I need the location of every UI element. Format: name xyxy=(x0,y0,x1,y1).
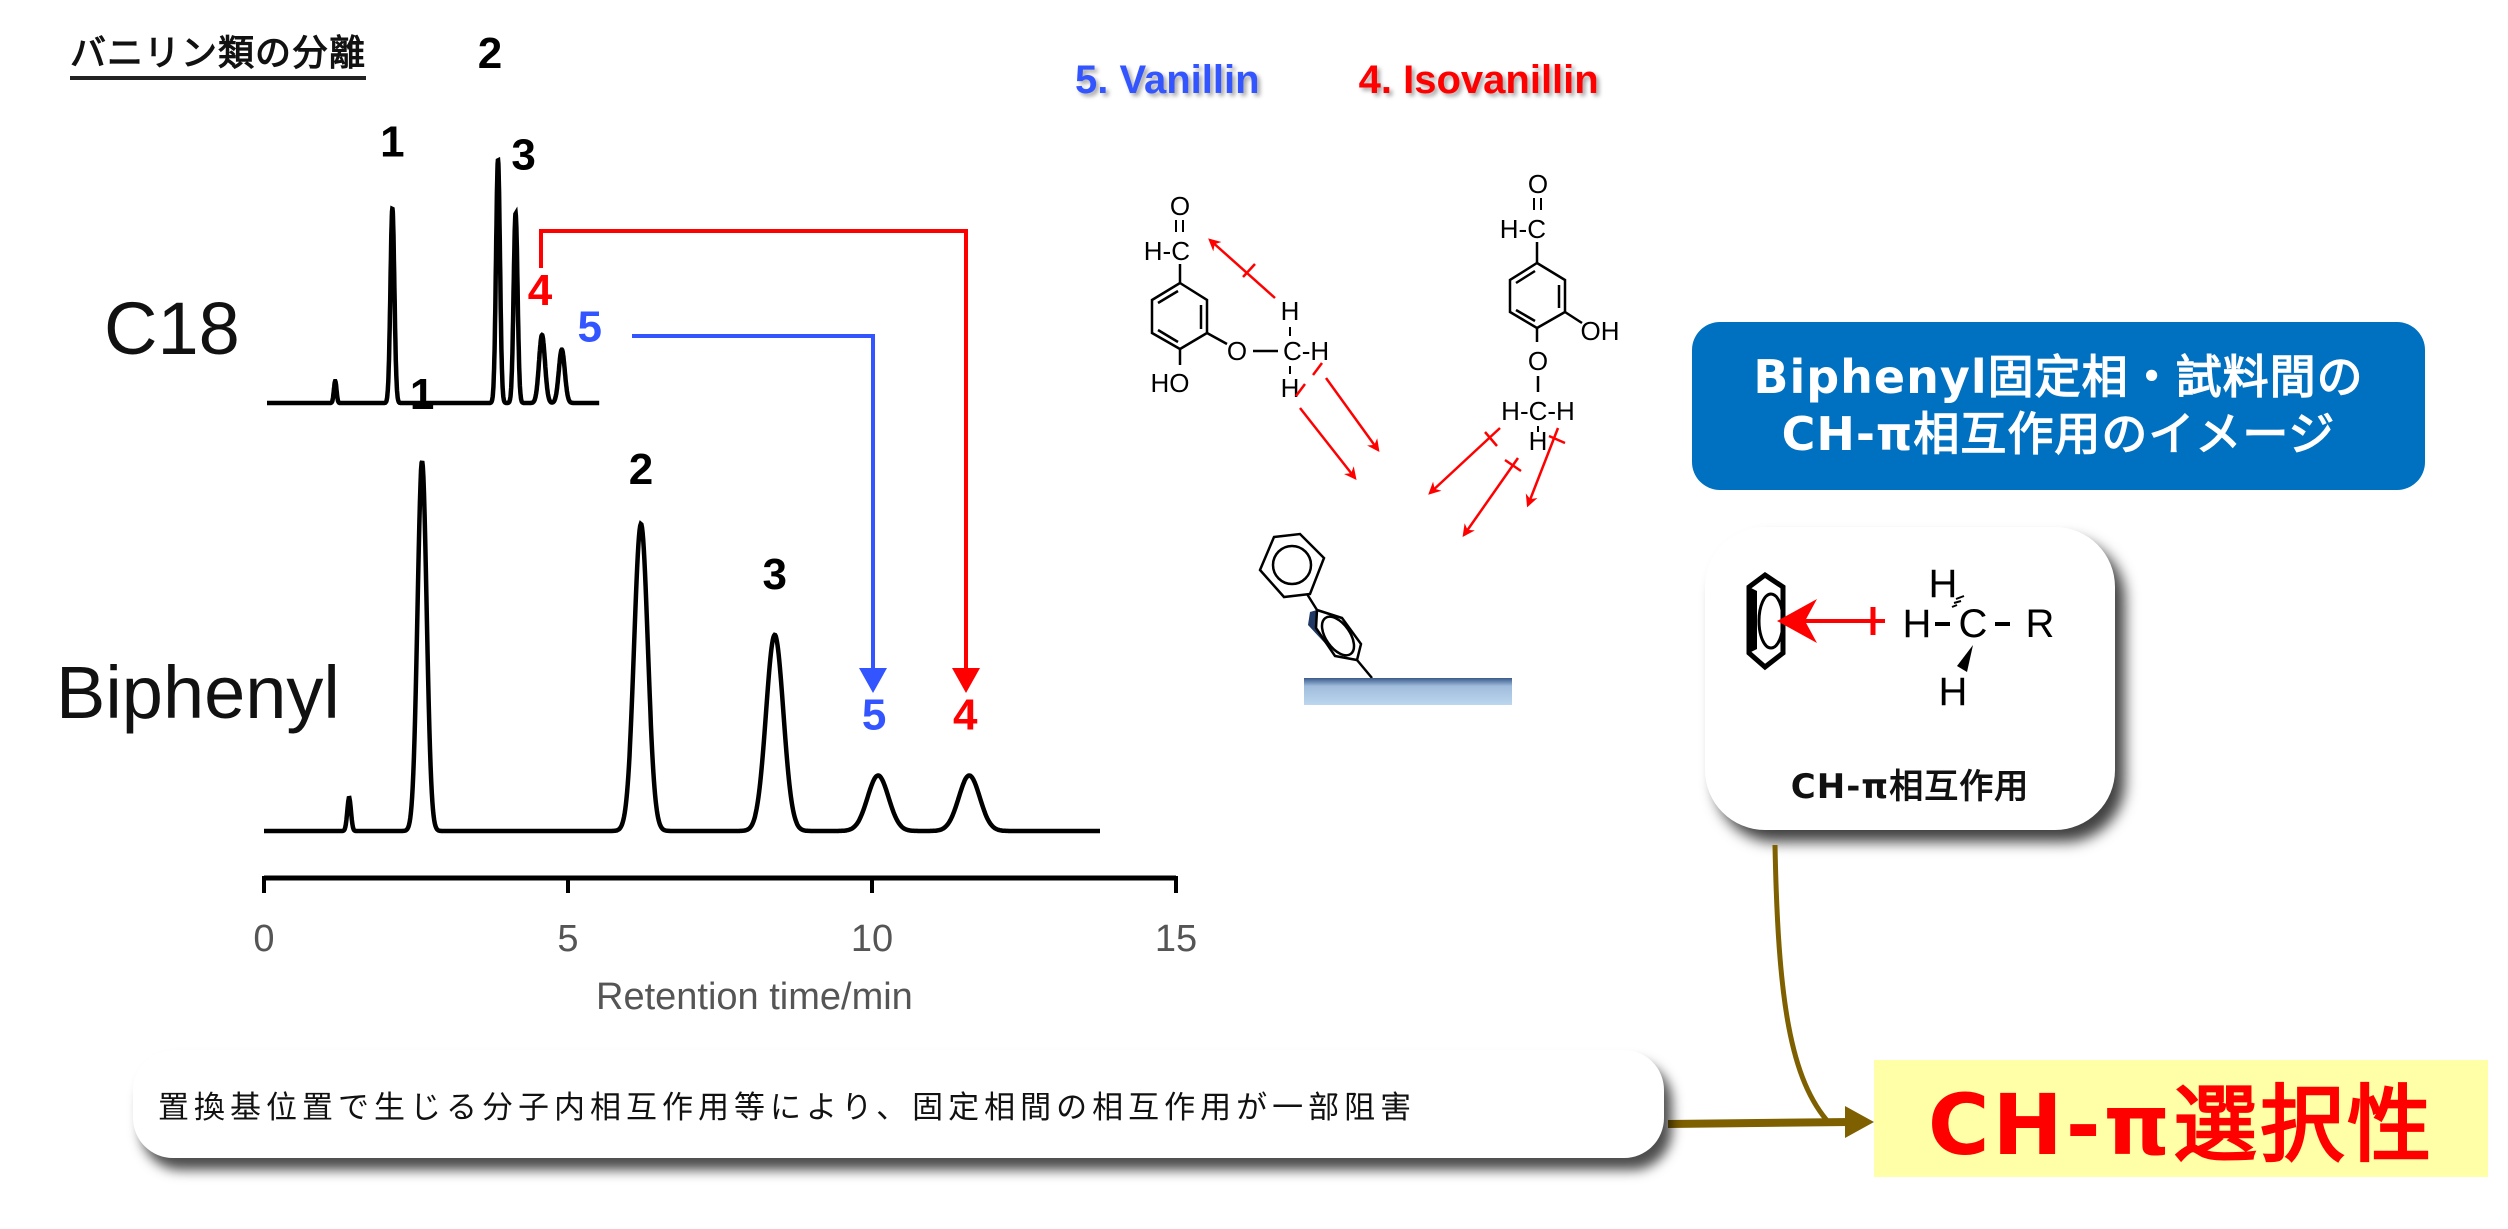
vanillin-atom-ch: C-H xyxy=(1283,336,1329,366)
compound-isovanillin: 4. Isovanillin xyxy=(1358,58,1599,102)
silica-surface xyxy=(1304,678,1512,705)
blocked-arrow xyxy=(1525,427,1560,508)
peak-label-biphenyl-5: 5 xyxy=(862,691,886,740)
flow-arrow-from-note xyxy=(1667,1118,1851,1128)
x-tick-label: 5 xyxy=(557,918,579,960)
connector-arrow-isovanillin xyxy=(539,229,968,672)
x-axis-title: Retention time/min xyxy=(596,976,913,1018)
conclusion-text: CH-π選択性 xyxy=(1927,1076,2435,1174)
blocked-arrow xyxy=(1208,238,1276,299)
ch-pi-caption: CH-π相互作用 xyxy=(1790,767,2030,807)
ch-pi-diagram-box: H H C R H CH-π相互作用 xyxy=(1705,527,2115,830)
blocked-arrow xyxy=(1462,457,1520,538)
info-box-line1: Biphenyl固定相・試料間の xyxy=(1753,349,2364,404)
biphenyl-stationary-phase xyxy=(1258,532,1512,705)
ch-pi-atom-c: C xyxy=(1959,602,1988,646)
vanillin-atom-o: O xyxy=(1170,191,1190,221)
blocked-arrow xyxy=(1428,427,1501,495)
peak-label-c18-4: 4 xyxy=(528,266,553,315)
interaction-scheme: O H-C HO O C-H H H O H-C xyxy=(1144,169,1620,705)
peak-label-c18-3: 3 xyxy=(511,130,535,179)
compound-vanillin: 5. Vanillin xyxy=(1075,58,1260,102)
isovanillin-atom-o-ether: O xyxy=(1528,346,1548,376)
trace-biphenyl xyxy=(264,460,1100,834)
peak-label-biphenyl-3: 3 xyxy=(762,550,786,599)
vanillin-atom-ho: HO xyxy=(1151,368,1190,398)
peak-label-c18-1: 1 xyxy=(380,118,404,167)
peak-label-biphenyl-1: 1 xyxy=(410,370,434,419)
peak-label-c18-5: 5 xyxy=(578,303,602,352)
note-text: 置換基位置で生じる分子内相互作用等により、固定相間の相互作用が一部阻害 xyxy=(158,1089,1417,1126)
compound-legend: 5. Vanillin 4. Isovanillin xyxy=(1075,58,1599,103)
vanillin-atom-hc: H-C xyxy=(1144,236,1190,266)
peak-label-biphenyl-4: 4 xyxy=(953,691,978,740)
ch-pi-atom-h-left: H xyxy=(1903,602,1932,646)
peak-label-biphenyl-2: 2 xyxy=(629,445,653,494)
series-label-c18: C18 xyxy=(104,287,240,370)
connector-arrow-vanillin xyxy=(632,334,875,672)
arrowhead-isovanillin xyxy=(952,668,980,693)
x-tick-label: 15 xyxy=(1154,918,1198,960)
peak-label-c18-2: 2 xyxy=(478,29,502,78)
x-tick-label: 0 xyxy=(253,918,275,960)
isovanillin-atom-oh: OH xyxy=(1581,316,1620,346)
isovanillin-atom-h-bottom: H xyxy=(1529,426,1548,456)
figure-title: バニリン類の分離 xyxy=(70,34,367,80)
ch-pi-diagram: H H C R H xyxy=(1746,562,2055,714)
note-box: 置換基位置で生じる分子内相互作用等により、固定相間の相互作用が一部阻害 xyxy=(133,1050,1664,1158)
conclusion-box: CH-π選択性 xyxy=(1874,1060,2488,1177)
ch-pi-atom-r: R xyxy=(2026,602,2055,646)
flow-arrowhead xyxy=(1845,1106,1874,1138)
series-label-biphenyl: Biphenyl xyxy=(56,651,340,734)
vanillin-atom-o-ether: O xyxy=(1227,336,1247,366)
info-box: Biphenyl固定相・試料間の CH-π相互作用のイメージ xyxy=(1692,322,2425,490)
blocked-arrow xyxy=(1324,377,1380,453)
vanillin-structure: O H-C HO O C-H H H xyxy=(1144,191,1380,480)
isovanillin-atom-o: O xyxy=(1528,169,1548,199)
trace-c18 xyxy=(267,156,600,406)
isovanillin-structure: O H-C OH O H-C-H H xyxy=(1428,169,1620,538)
vanillin-atom-h-bottom: H xyxy=(1281,373,1300,403)
blocked-arrow xyxy=(1299,407,1357,480)
x-tick-label: 10 xyxy=(850,918,894,960)
vanillin-atom-h-top: H xyxy=(1281,296,1300,326)
flow-arrow-from-diagram xyxy=(1772,844,1832,1126)
isovanillin-atom-hc: H-C xyxy=(1500,214,1546,244)
ch-pi-atom-h-top: H xyxy=(1929,562,1958,606)
ch-pi-atom-h-bottom: H xyxy=(1939,670,1968,714)
isovanillin-atom-hch: H-C-H xyxy=(1501,396,1575,426)
info-box-line2: CH-π相互作用のイメージ xyxy=(1781,407,2336,461)
arrowhead-vanillin xyxy=(859,668,887,693)
